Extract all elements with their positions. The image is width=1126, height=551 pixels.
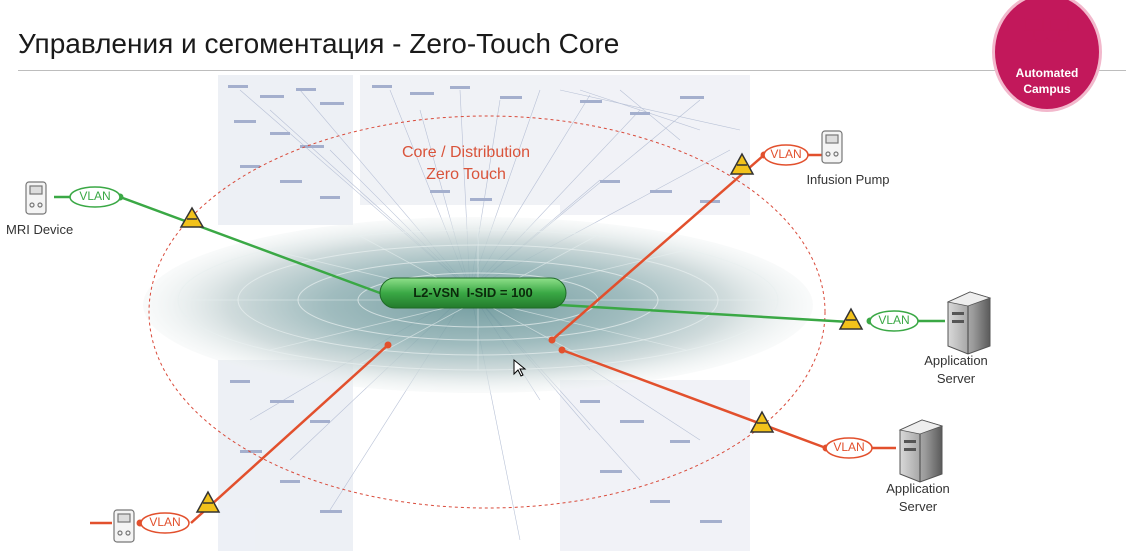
application-server-label-1: Application Server [910, 352, 1002, 388]
green-links [54, 195, 945, 324]
server1-label-line2: Server [936, 371, 976, 386]
core-distribution-label: Core / Distribution Zero Touch [378, 142, 554, 186]
switch-warning-icon [749, 410, 775, 433]
red-links [90, 153, 896, 525]
core-label-line1: Core / Distribution [401, 144, 531, 161]
vlan-tag-ellipses [69, 144, 919, 534]
switch-warning-icon [179, 206, 205, 228]
l2-vsn-pill [379, 277, 567, 309]
mri-device-label: MRI Device [6, 222, 74, 237]
infusion-pump-icon [821, 130, 843, 164]
vlan-label-server2: VLAN [833, 440, 865, 454]
vlan-label-server1: VLAN [878, 313, 910, 327]
switch-warning-icon [729, 152, 755, 175]
handheld-device-icon [113, 509, 135, 543]
automated-campus-badge: Automated Campus [992, 0, 1102, 112]
badge-label-line1: Automated [1015, 66, 1079, 80]
vlan-label-infusion: VLAN [770, 147, 802, 161]
core-label-line2: Zero Touch [426, 166, 506, 183]
badge-label-line2: Campus [1023, 82, 1071, 96]
application-server-label-2: Application Server [872, 480, 964, 516]
server2-label-line2: Server [898, 499, 938, 514]
switch-warning-icon [195, 490, 221, 513]
infusion-pump-label: Infusion Pump [806, 172, 890, 187]
l2-vsn-label: L2-VSN I-SID = 100 [413, 285, 533, 300]
application-server-icon [946, 291, 992, 355]
core-distribution-boundary [148, 115, 826, 509]
network-switches-icon [1024, 18, 1069, 44]
mri-device-icon [25, 181, 47, 215]
mouse-cursor-icon [513, 358, 527, 377]
page-title: Управления и сегоментация - Zero-Touch C… [18, 28, 620, 59]
server2-label-line1: Application [886, 481, 950, 496]
application-server-icon [898, 419, 944, 483]
server1-label-line1: Application [924, 353, 988, 368]
switch-warning-icon [838, 307, 864, 330]
vlan-label-mri: VLAN [79, 189, 111, 203]
vlan-label-handheld: VLAN [149, 515, 181, 529]
title-divider [18, 70, 1126, 71]
badge-label: Automated Campus [995, 65, 1099, 97]
